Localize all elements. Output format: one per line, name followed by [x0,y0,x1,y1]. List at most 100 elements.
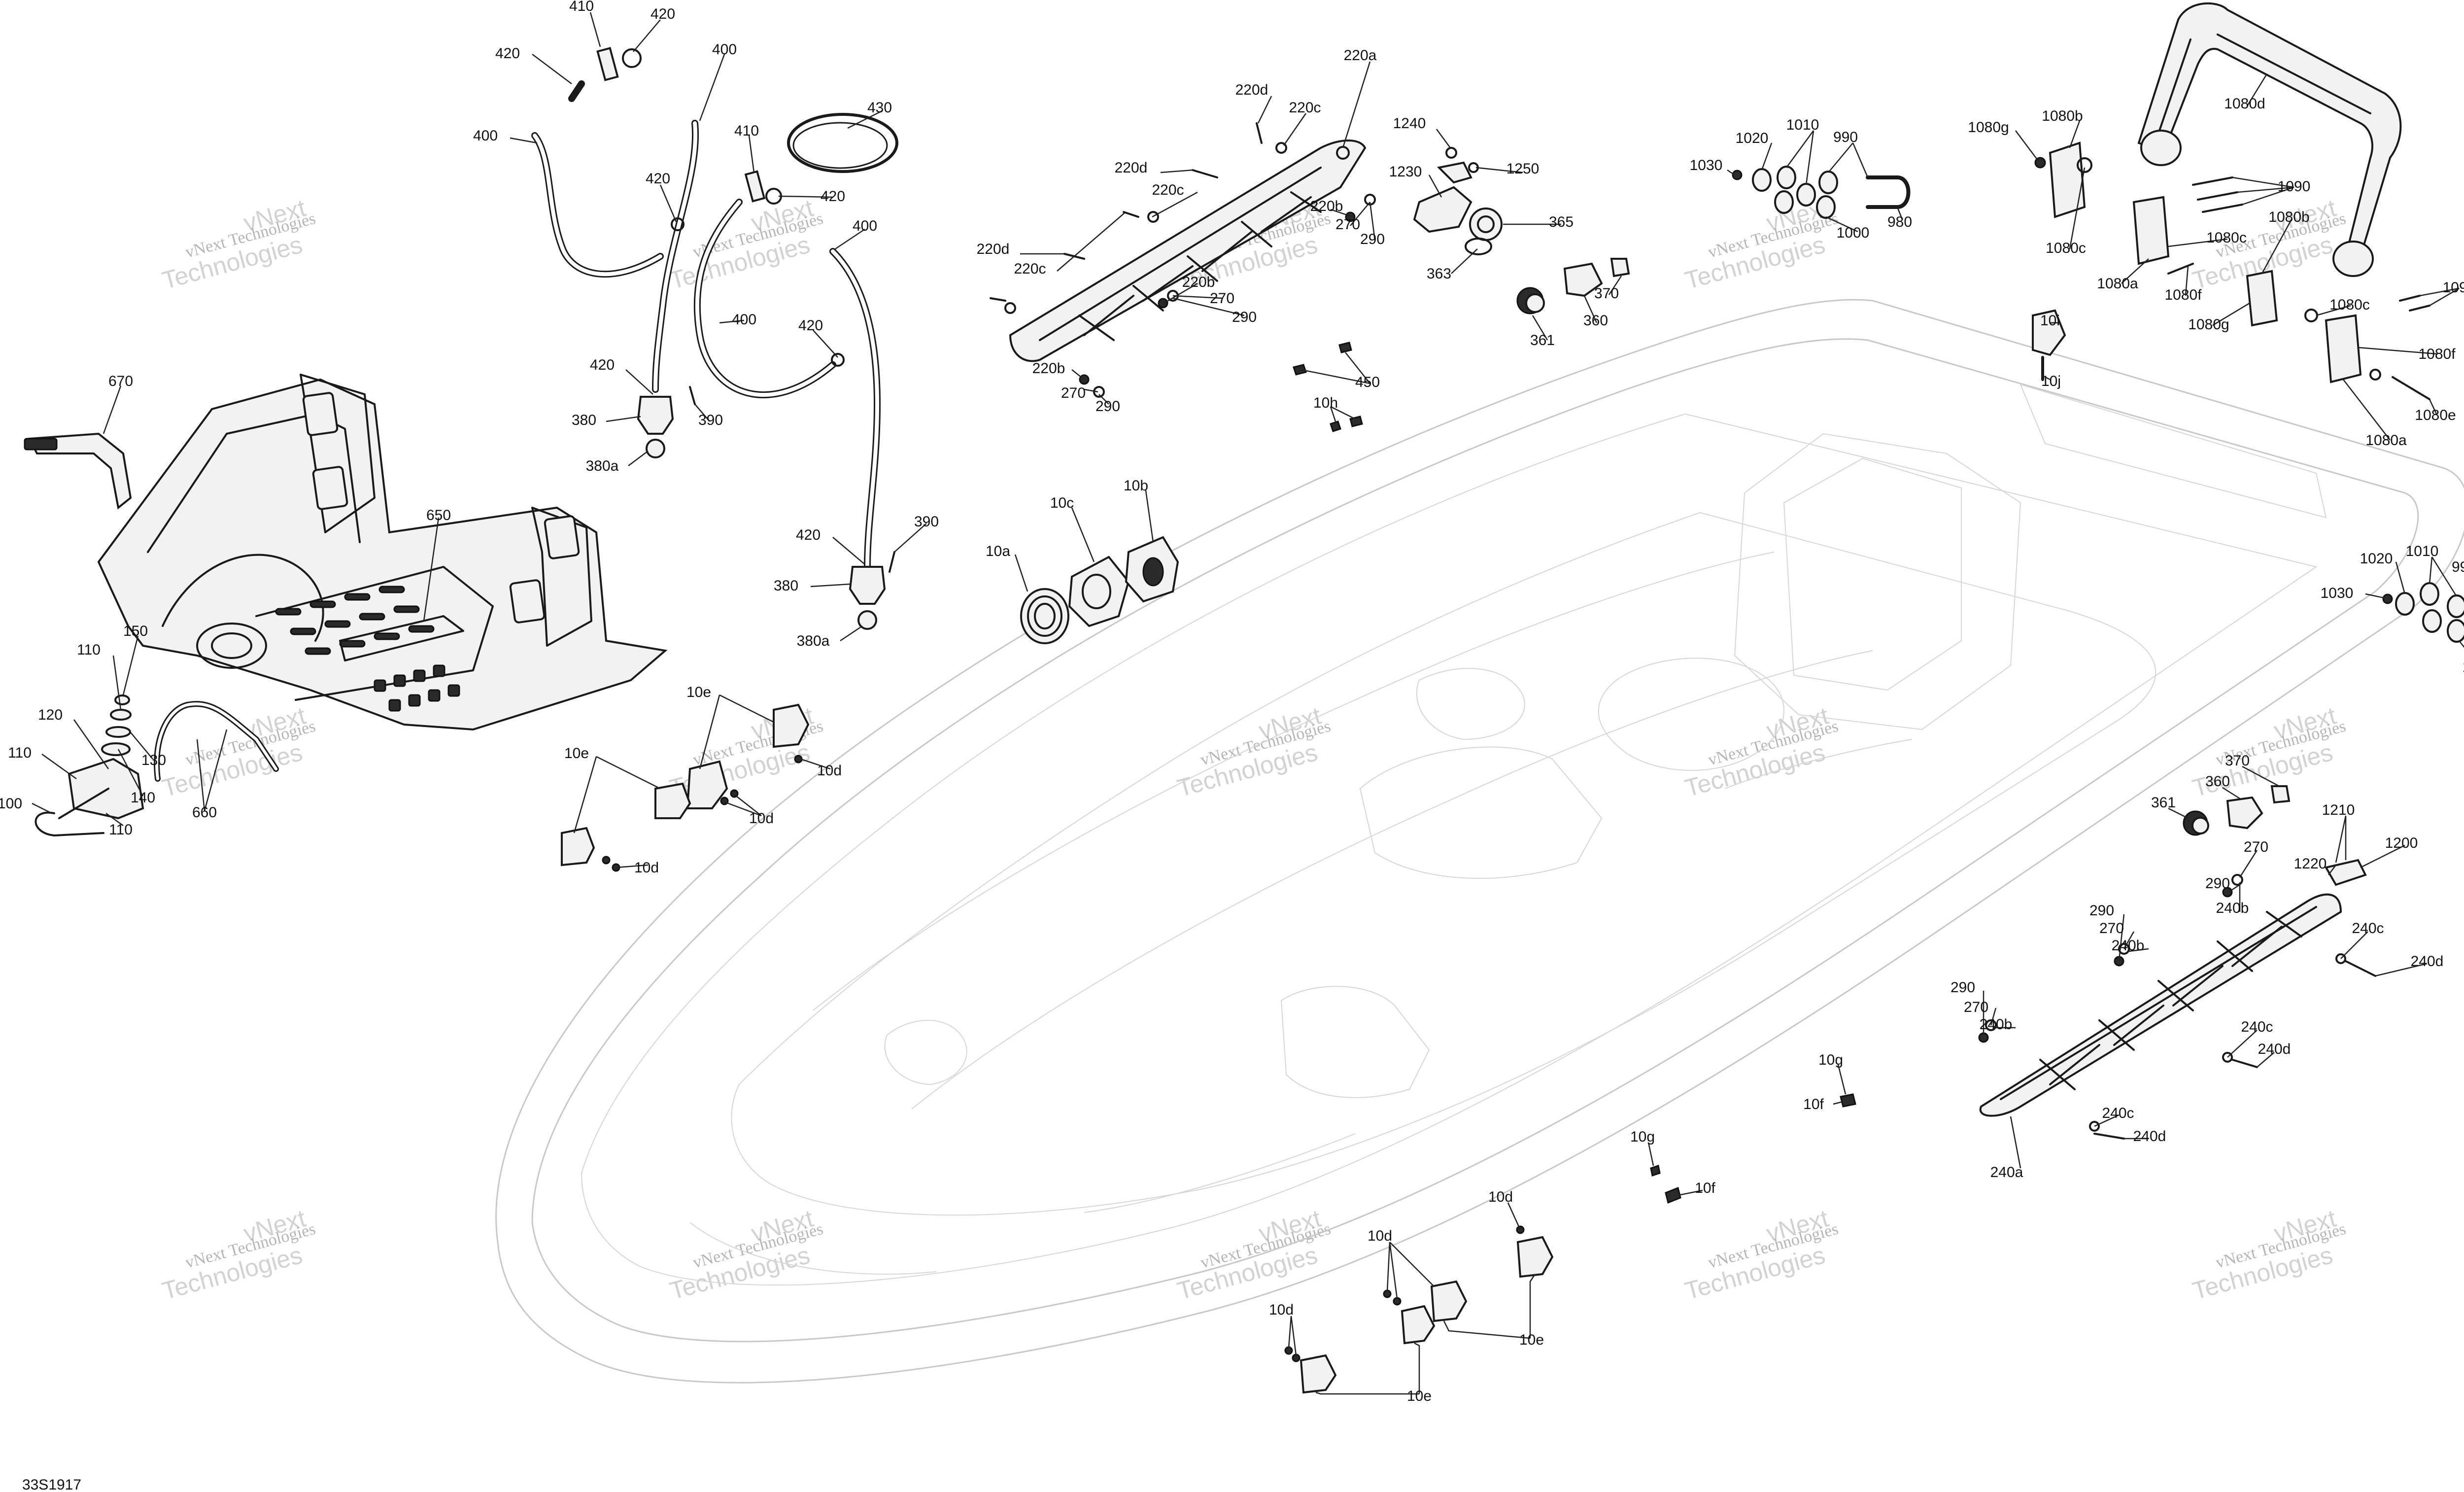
callout-label: 410 [569,0,594,14]
callout-label: 420 [650,6,675,22]
callout-label: 110 [77,642,101,658]
callout-label: 380 [572,412,596,428]
hose-assembly [531,47,898,630]
callout-label: 1090 [2443,279,2464,296]
callout-label: 410 [734,123,759,139]
callout-label: 10d [817,763,842,779]
callout-label: 10e [564,745,589,762]
callout-label: 980 [1887,214,1912,230]
callout-label: 10f [1803,1096,1824,1112]
callout-label: 240c [2102,1105,2134,1121]
callout-label: 240d [2258,1041,2291,1057]
callout-label: 240b [1980,1016,2013,1033]
watermark-layer: vNext vNext Technologies Technologies vN… [159,194,2348,1305]
callout-label: 660 [192,804,217,821]
callout-label: 10i [2040,312,2060,329]
callout-label: 10d [749,810,774,827]
callout-label: 10d [1488,1189,1513,1205]
cleat-assembly [34,694,279,836]
callout-label: 220b [1032,360,1065,377]
callout-label: 290 [2089,902,2114,919]
callout-label: 290 [1232,309,1257,325]
hull-outline [495,299,2464,1384]
callout-label: 1000 [2463,659,2464,675]
callout-label: 360 [2205,773,2230,790]
callout-label: 1080f [2418,346,2456,362]
callout-label: 450 [1355,374,1380,390]
callout-label: 290 [2205,875,2230,892]
callout-label: 290 [1951,979,1975,996]
callout-label: 361 [1530,332,1555,348]
callout-label: 270 [1335,216,1360,233]
callout-label: 380 [774,578,798,594]
callout-label: 10f [1695,1180,1715,1196]
callout-label: 650 [426,507,451,523]
callout-label: 1230 [1389,164,1422,180]
callout-label: 1200 [2385,835,2418,851]
callout-label: 10e [1407,1388,1432,1404]
watermark-tile: vNext vNext Technologies Technologies [159,194,317,294]
drain-plug-group-bottom [1284,1225,1554,1394]
tow-eye-lower [2382,582,2464,643]
callout-label: 100 [0,796,22,812]
callout-label: 670 [108,373,133,389]
callout-label: 290 [1360,231,1385,247]
callout-label: 10e [686,684,711,700]
callout-label: 990 [2452,559,2464,575]
leader-lines [32,12,2464,1395]
callout-label: 10h [1313,395,1338,411]
callout-label: 220d [1115,160,1148,176]
callout-label: 240c [2352,920,2384,937]
callout-label: 270 [1210,290,1234,307]
callout-label: 1080c [2329,297,2370,313]
callout-label: 120 [38,707,63,723]
callout-label: 1020 [1736,130,1769,146]
callout-label: 110 [8,745,32,761]
callout-label: 240d [2411,953,2444,970]
callout-label: 220c [1152,182,1184,198]
callout-label: 1030 [1690,157,1723,173]
callout-label: 33S1917 [22,1477,81,1492]
callout-label: 420 [796,527,821,543]
sponson-lower [1978,785,2376,1140]
callout-label: 1080c [2206,230,2247,246]
callout-label: 1080a [2365,432,2407,449]
callout-label: 10d [1368,1228,1392,1244]
callout-label: 420 [495,45,520,62]
callout-label: 130 [141,752,166,768]
callout-label: 10g [1818,1052,1843,1068]
callout-label: 1210 [2322,802,2355,818]
callout-label: 1000 [1837,225,1870,241]
callout-label: 10e [1519,1332,1544,1348]
callout-label: 220c [1014,261,1046,277]
callout-label: 1030 [2321,585,2354,601]
callout-label: 361 [2151,795,2176,811]
callout-label: 1090 [2278,178,2311,195]
callout-label: 1080e [2415,407,2456,423]
callout-label: 370 [2225,753,2250,769]
watermark-tile: vNext vNext Technologies Technologies [159,701,317,802]
vent-assembly [1020,536,1179,644]
callout-label: 365 [1549,214,1574,230]
watermark-tile: vNext vNext Technologies Technologies [667,1204,825,1305]
hull-clips [1650,1093,1856,1204]
callout-label: 220a [1344,47,1377,64]
callout-label: 240b [2216,900,2249,916]
callout-label: 1020 [2360,551,2393,567]
callout-label: 10d [1269,1302,1294,1318]
callout-label: 220b [1182,274,1215,290]
callout-label: 10g [1630,1129,1655,1145]
callout-label: 430 [867,100,892,116]
callout-label: 400 [732,312,756,328]
callout-label: 1220 [2294,856,2327,872]
callout-label: 140 [131,790,155,806]
callout-label: 1080g [1968,119,2009,136]
callout-label: 10a [986,543,1010,559]
callout-label: 240a [1990,1164,2023,1180]
callout-label: 1080b [2268,209,2309,225]
watermark-tile: vNext vNext Technologies Technologies [2190,1204,2348,1305]
callout-label: 270 [2244,839,2268,855]
callout-label: 270 [2099,920,2124,937]
callout-label: 240b [2112,937,2145,954]
